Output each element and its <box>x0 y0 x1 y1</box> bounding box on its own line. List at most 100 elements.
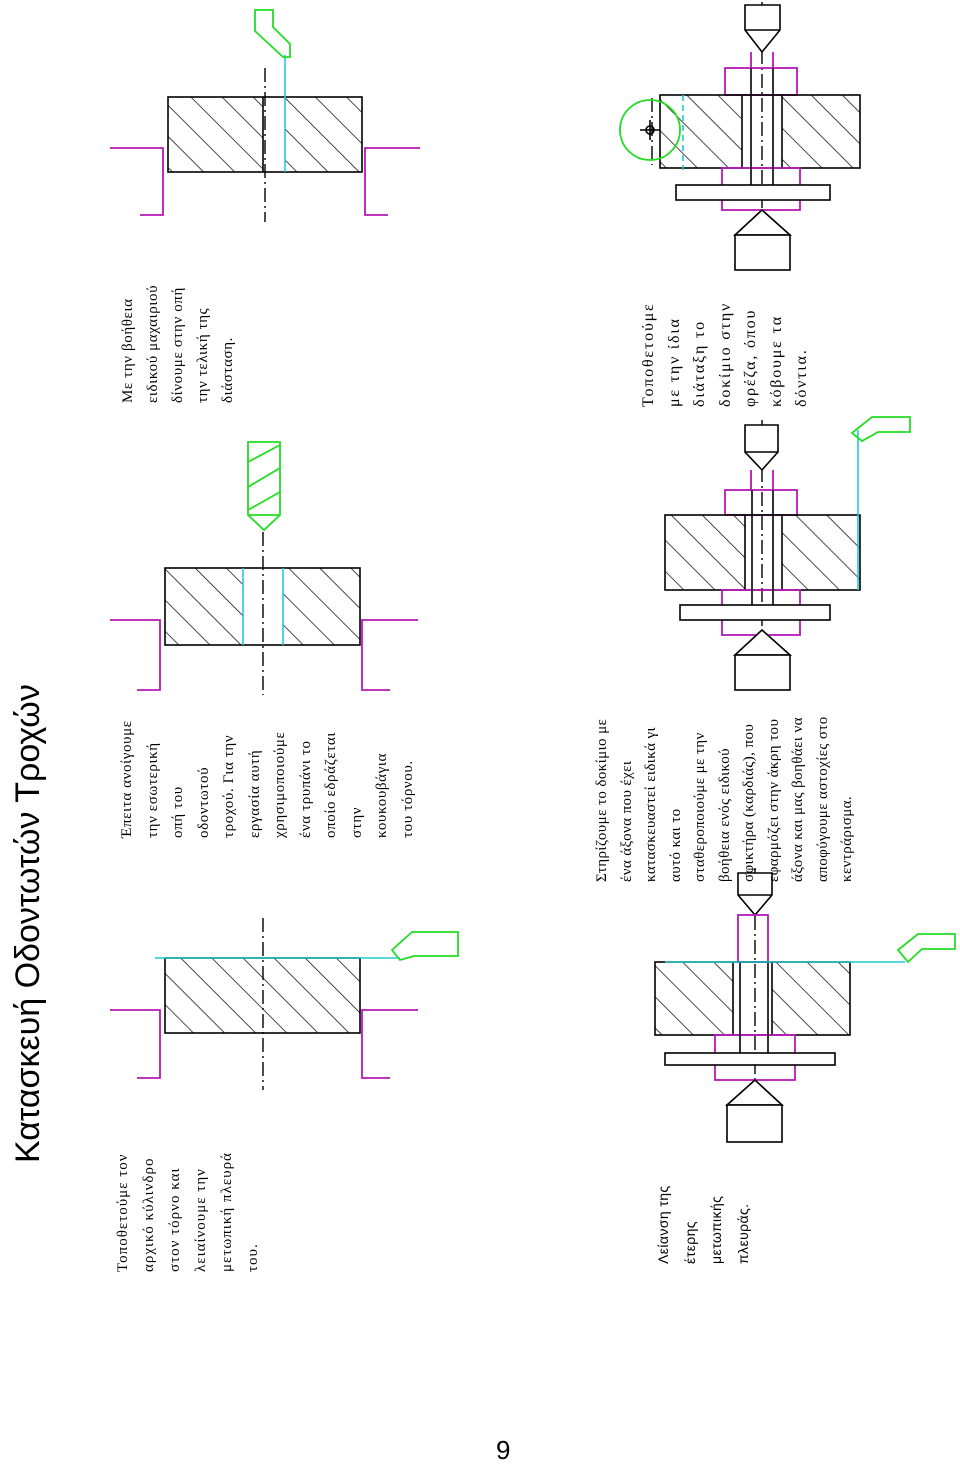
drawing-drill-bore <box>110 441 418 695</box>
lower-center-body <box>734 654 791 691</box>
page-number: 9 <box>496 1435 511 1465</box>
text-line: Τοποθετούμε <box>640 302 657 407</box>
facing-tool <box>896 933 956 964</box>
text-line: στην <box>348 806 365 838</box>
text-line: αυτό και το <box>667 808 684 882</box>
text-line: διάσταση. <box>220 336 236 403</box>
lower-center-tip <box>732 208 793 236</box>
workpiece-hatch-left <box>655 962 733 1035</box>
text-line: κουκουβάγια <box>374 753 390 838</box>
text-line: στον τόρνο και <box>167 1167 183 1272</box>
workpiece-outline <box>164 567 361 646</box>
drawing-mount-on-arbor <box>664 416 911 691</box>
workpiece-hatch-right <box>285 97 362 172</box>
upper-center <box>744 4 781 54</box>
drill-flute <box>247 467 281 488</box>
text-line: σφικτήρα (καρδιάς), που <box>741 723 757 882</box>
chuck-jaw-left <box>110 1009 161 1079</box>
upper-center <box>744 424 779 472</box>
text-line: εφαρμόζει στην άκρη του <box>765 718 782 882</box>
lower-center-body <box>734 234 791 271</box>
text-line: οπή του <box>170 786 186 838</box>
text-line: σταθεροποιούμε με την <box>692 732 708 882</box>
text-line: Στηρίζουμε το δοκίμιο με <box>594 718 610 882</box>
step-face-first-side-text: Τοποθετούμε τον αρχικό κύλινδρο στον τόρ… <box>110 1102 266 1272</box>
milling-cutter <box>619 99 681 161</box>
text-line: πλευράς. <box>734 1203 751 1264</box>
text-line: άξονα και μας βοηθάει να <box>790 717 806 882</box>
text-line: του τόρνου. <box>399 760 416 838</box>
workpiece-hatch-right <box>782 95 860 168</box>
text-line: κόβουμε τα <box>767 315 785 407</box>
text-line: Έπειτα ανοίγουμε <box>119 720 135 838</box>
arbor-nut <box>724 67 798 96</box>
text-line: χρησιμοποιούμε <box>272 731 288 838</box>
drill-flute <box>247 444 281 463</box>
workpiece-hatch-right <box>283 568 360 645</box>
text-line: κατασκευαστεί ειδικά γι <box>643 727 659 882</box>
drawing-cut-teeth <box>619 2 861 271</box>
drill-bit <box>247 441 281 532</box>
step-finish-bore-text: Με την βοήθεια ειδικού μαχαιριού δίνουμε… <box>116 233 241 403</box>
lower-center-body <box>726 1104 783 1143</box>
chuck-jaw-right <box>361 1009 418 1079</box>
chuck-jaw-right <box>364 147 420 216</box>
workpiece-hatch-left <box>660 95 742 168</box>
workpiece-hatch-right <box>782 515 860 590</box>
text-line: δόντια. <box>793 348 810 408</box>
text-line: δοκίμιο στην <box>716 301 734 407</box>
text-line: κεντράρισμα. <box>839 795 855 882</box>
text-line: φρέζα, όπου <box>742 308 759 407</box>
text-line: εργασία αυτή <box>246 749 263 838</box>
chuck-jaw-left <box>110 619 161 691</box>
text-line: οποίο εδράζεται <box>323 731 339 838</box>
lower-center-tip <box>732 628 793 656</box>
text-line: Λείανση της <box>655 1185 671 1264</box>
text-line: Με την βοήθεια <box>120 298 136 403</box>
text-line: ένα τρυπάνι το <box>297 740 314 838</box>
step-drill-bore-text: Έπειτα ανοίγουμε την εσωτερική οπή του ο… <box>115 678 421 838</box>
text-line: τροχού. Για την <box>221 734 237 838</box>
arbor-end <box>737 914 769 963</box>
step-cut-teeth-text: Τοποθετούμε με την ίδια διάταξη το δοκίμ… <box>636 277 815 407</box>
upper-center <box>737 872 773 917</box>
text-line: αρχικό κύλινδρο <box>141 1157 157 1272</box>
lower-center-tip <box>724 1078 785 1106</box>
support-plate <box>675 184 831 201</box>
drawing-face-second-side <box>654 868 956 1143</box>
text-line: ειδικού μαχαιριού <box>145 284 161 403</box>
text-line: μετωπικής <box>708 1195 724 1264</box>
text-line: οδοντωτού <box>195 766 212 838</box>
text-line: την εσωτερική <box>144 742 161 838</box>
support-plate <box>664 1052 836 1066</box>
step-face-second-side-text: Λείανση της έτερης μετωπικής πλευράς. <box>650 1154 756 1264</box>
text-line: Τοποθετούμε τον <box>115 1153 131 1272</box>
chuck-jaw-left <box>110 147 164 216</box>
text-line: την τελική της <box>195 307 211 403</box>
drill-flute <box>247 491 281 511</box>
step-mount-on-arbor-text: Στηρίζουμε το δοκίμιο με ένα άξονα που έ… <box>590 682 860 882</box>
text-line: αποφύγουμε αστοχίες στο <box>814 716 831 882</box>
page-title: Κατασκευή Οδοντωτών Τροχών <box>9 684 47 1163</box>
workpiece-hatch-left <box>665 515 745 590</box>
arbor-nut <box>724 489 798 516</box>
text-line: με την ίδια <box>665 317 683 407</box>
workpiece-hatch-left <box>168 97 263 172</box>
text-line: βοήθεια ενός ειδικού <box>716 748 733 882</box>
boring-tool <box>254 9 291 58</box>
text-line: δίνουμε στην οπή <box>170 287 186 403</box>
text-line: του. <box>245 1243 261 1272</box>
facing-tool <box>390 931 459 962</box>
text-line: έτερης <box>681 1221 698 1264</box>
drawing-finish-bore <box>110 9 420 222</box>
workpiece-hatch-right <box>772 962 850 1035</box>
text-line: λειαίνουμε την <box>193 1168 209 1272</box>
drawing-face-first-side <box>110 918 459 1090</box>
text-line: ένα άξονα που έχει <box>618 760 635 882</box>
facing-tool <box>850 416 911 443</box>
chuck-jaw-right <box>361 619 418 691</box>
text-line: διάταξη το <box>691 320 708 407</box>
workpiece-hatch-left <box>165 568 243 645</box>
support-plate <box>679 604 831 621</box>
